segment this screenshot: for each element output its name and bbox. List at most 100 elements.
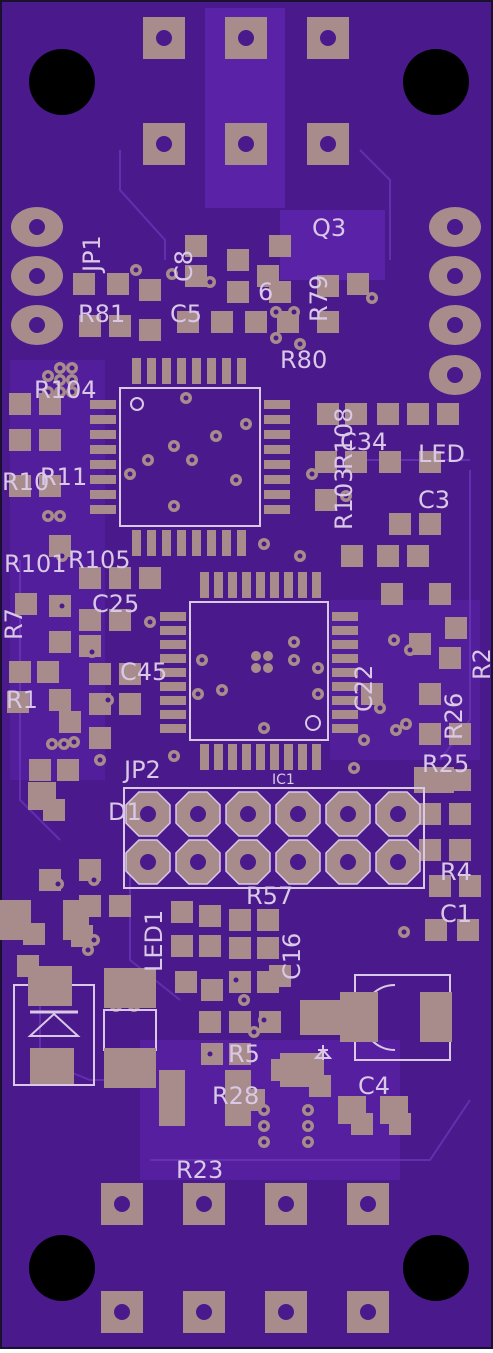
smd-pad (269, 281, 291, 303)
smd-pad (79, 315, 101, 337)
smd-pad (457, 919, 479, 941)
via-hole (273, 335, 279, 341)
jp2-pin-hole (290, 854, 306, 870)
via-hole (261, 725, 267, 731)
label-c3: C3 (418, 486, 450, 514)
label-r81: R81 (78, 300, 125, 328)
jp2-pin-hole (390, 854, 406, 870)
smd-pad (269, 235, 291, 257)
jp2-outline (123, 787, 425, 889)
label-r4: R4 (440, 858, 472, 886)
label-r10: R10 (2, 468, 49, 496)
smd-pad (229, 937, 251, 959)
via-hole (291, 639, 297, 645)
label-r105: R105 (68, 546, 130, 574)
label-q3: Q3 (312, 214, 346, 242)
silkscreen-labels: JP1 Q3 C8 6 R79 R81 C5 R80 R104 R108 C34… (0, 214, 493, 1184)
square-pad (265, 1291, 307, 1333)
jp2-pin-hole (340, 854, 356, 870)
via-hole (243, 421, 249, 427)
label-r104: R104 (34, 376, 96, 404)
smd-components (0, 235, 481, 1135)
jp2-header (123, 787, 425, 889)
label-r5: R5 (228, 1040, 260, 1068)
label-c6: 6 (258, 278, 273, 306)
jp2-pin-hole (240, 806, 256, 822)
smd-pad (315, 451, 337, 473)
label-r57: R57 (246, 882, 293, 910)
smd-pad (39, 429, 61, 451)
square-pad (143, 123, 185, 165)
via-hole (391, 637, 397, 643)
via-hole (85, 947, 91, 953)
jp2-pin-hole (340, 806, 356, 822)
smd-pad (439, 647, 461, 669)
label-r7: R7 (0, 608, 28, 640)
smd-pad (177, 311, 199, 333)
via-hole (305, 1107, 311, 1113)
via-hole (71, 739, 77, 745)
square-pad (307, 123, 349, 165)
label-jp2: JP2 (122, 756, 161, 784)
label-jp1: JP1 (78, 235, 106, 274)
via-hole (261, 1139, 267, 1145)
via-hole (219, 687, 225, 693)
smd-pad (139, 279, 161, 301)
smd-pad (419, 839, 441, 861)
via-hole (195, 691, 201, 697)
jp2-pin-hole (240, 854, 256, 870)
smd-pad (7, 691, 29, 713)
smd-pad (89, 727, 111, 749)
via-hole (261, 1017, 267, 1023)
smd-pad (211, 311, 233, 333)
label-c25: C25 (92, 590, 139, 618)
via-hole (393, 727, 399, 733)
via-hole (207, 279, 213, 285)
mounting-holes (29, 49, 469, 1301)
via-hole (169, 271, 175, 277)
smd-pad-large (28, 782, 56, 810)
jp2-pin-hole (140, 854, 156, 870)
smd-pad (9, 661, 31, 683)
smd-pad (419, 451, 441, 473)
smd-pad-large (159, 1070, 185, 1126)
label-r23: R23 (176, 1156, 223, 1184)
smd-pad (429, 583, 451, 605)
via-hole (241, 997, 247, 1003)
mounting-hole-top-left (29, 49, 95, 115)
via-hole (233, 477, 239, 483)
diode-d-left (13, 966, 95, 1086)
via-hole (207, 1051, 213, 1057)
label-c4: C4 (358, 1072, 390, 1100)
smd-pad (257, 937, 279, 959)
label-r1: R1 (6, 686, 38, 714)
smd-pad (315, 489, 337, 511)
smd-pad (9, 393, 31, 415)
via-hole (69, 389, 75, 395)
via-hole (273, 309, 279, 315)
via-hole (61, 741, 67, 747)
via-hole (171, 753, 177, 759)
smd-pad (171, 935, 193, 957)
smd-pad (377, 403, 399, 425)
smd-pad (407, 545, 429, 567)
label-ic1: IC1 (272, 772, 295, 788)
via-hole (305, 1123, 311, 1129)
smd-pad-large (338, 1096, 366, 1124)
via-hole (403, 721, 409, 727)
smd-pad (377, 545, 399, 567)
smd-pad (199, 905, 221, 927)
via-hole (261, 1107, 267, 1113)
via-hole (57, 389, 63, 395)
smd-pad (39, 393, 61, 415)
smd-pad (107, 273, 129, 295)
smd-pad (139, 567, 161, 589)
smd-pad (317, 403, 339, 425)
via-hole (171, 503, 177, 509)
via-hole (401, 929, 407, 935)
label-c5: C5 (170, 300, 202, 328)
label-c22: C22 (350, 665, 378, 712)
via-hole (147, 619, 153, 625)
via-hole (183, 395, 189, 401)
smd-pad (49, 631, 71, 653)
